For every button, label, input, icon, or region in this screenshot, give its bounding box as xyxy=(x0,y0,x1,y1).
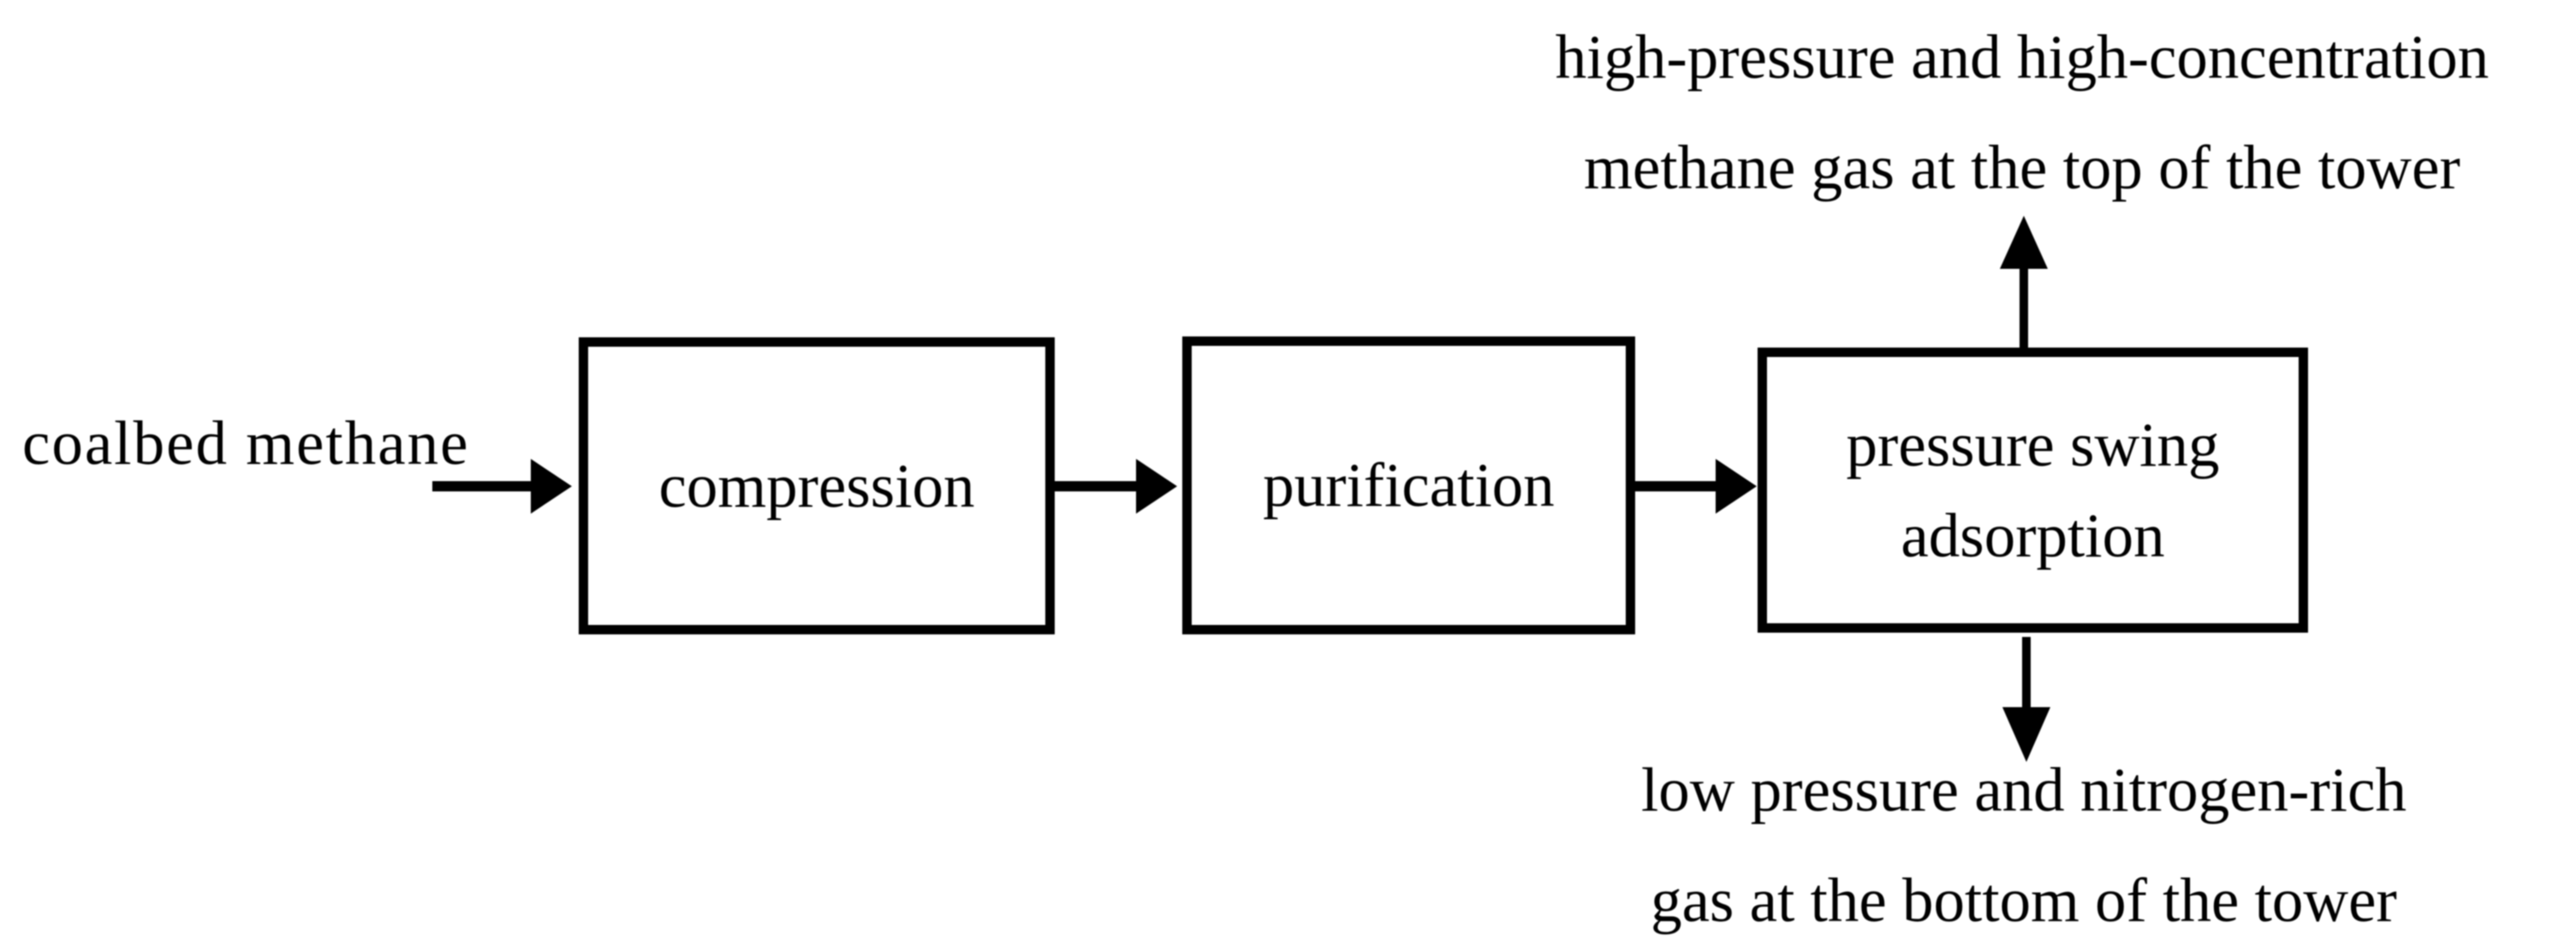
top-output-caption: high-pressure and high-concentration met… xyxy=(1466,2,2576,223)
bottom-output-caption-line2: gas at the bottom of the tower xyxy=(1651,866,2397,935)
process-box-purification: purification xyxy=(1182,336,1635,634)
process-box-compression: compression xyxy=(579,337,1055,634)
arrow-compression-to-purification xyxy=(1052,456,1177,516)
arrow-right-icon xyxy=(1633,459,1757,514)
bottom-output-caption: low pressure and nitrogen-rich gas at th… xyxy=(1553,735,2495,946)
process-box-label: compression xyxy=(658,450,975,521)
arrow-purification-to-psa xyxy=(1633,456,1757,516)
arrow-up-icon xyxy=(2000,216,2048,348)
input-label: coalbed methane xyxy=(22,408,470,478)
process-box-label: purification xyxy=(1263,450,1555,520)
bottom-output-caption-line1: low pressure and nitrogen-rich xyxy=(1641,755,2406,824)
arrow-psa-to-bottom-output xyxy=(1998,637,2055,762)
arrow-down-icon xyxy=(2002,637,2050,762)
arrow-right-icon xyxy=(1052,459,1177,514)
arrow-psa-to-top-output xyxy=(1996,216,2052,348)
arrow-right-icon xyxy=(432,459,572,514)
top-output-caption-line2: methane gas at the top of the tower xyxy=(1584,133,2460,202)
process-box-label: pressure swing adsorption xyxy=(1846,409,2220,570)
process-box-pressure-swing-adsorption: pressure swing adsorption xyxy=(1758,348,2308,633)
arrow-input-to-compression xyxy=(432,456,572,516)
top-output-caption-line1: high-pressure and high-concentration xyxy=(1555,22,2490,92)
